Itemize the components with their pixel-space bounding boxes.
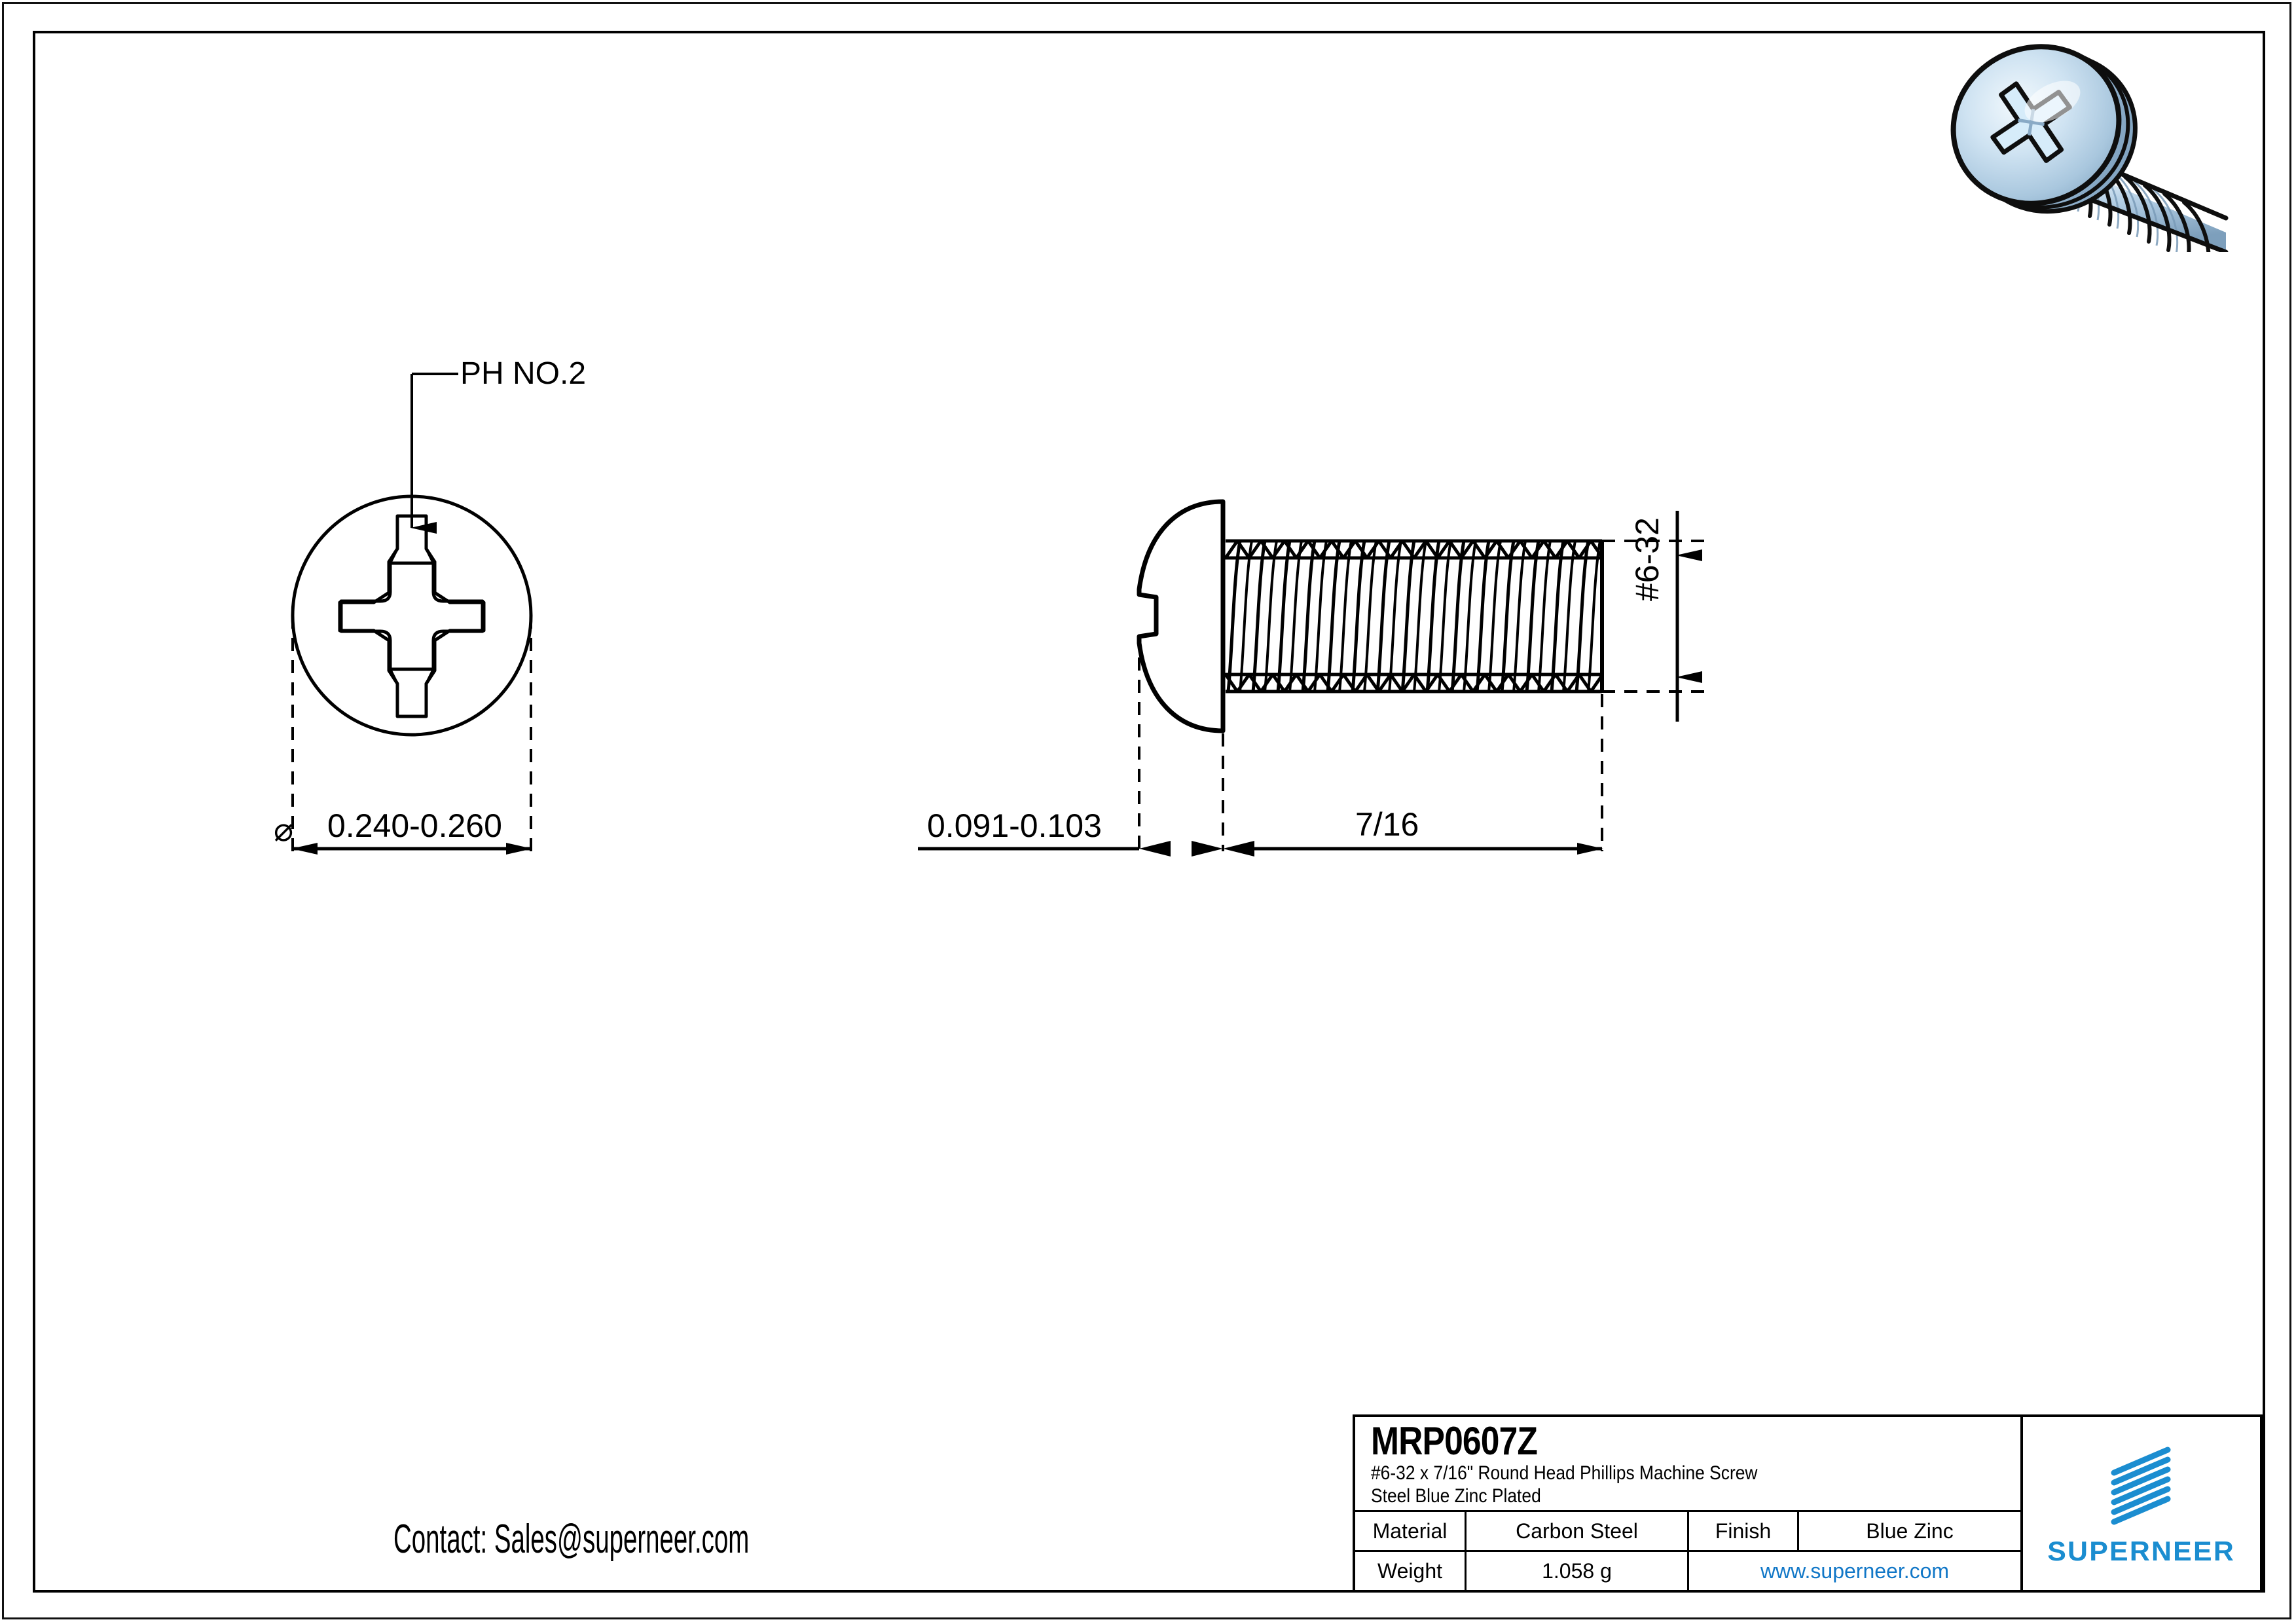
title-block-left: MRP0607Z #6-32 x 7/16" Round Head Philli…: [1355, 1417, 2023, 1590]
screw-3d-render: [1950, 44, 2229, 252]
website-link[interactable]: www.superneer.com: [1760, 1559, 1950, 1583]
title-block-row-weight: Weight 1.058 g www.superneer.com: [1355, 1550, 2020, 1590]
sheet-inner-border: [33, 31, 2265, 1593]
finish-label: Finish: [1689, 1512, 1799, 1550]
finish-value: Blue Zinc: [1866, 1519, 1954, 1543]
title-block-row-material: Material Carbon Steel Finish Blue Zinc: [1355, 1512, 2020, 1550]
part-description-cell: MRP0607Z #6-32 x 7/16" Round Head Philli…: [1355, 1417, 2020, 1512]
weight-value: 1.058 g: [1467, 1552, 1689, 1590]
brand-name: SUPERNEER: [2047, 1535, 2236, 1566]
head-height-dimension: 0.091-0.103: [927, 807, 1102, 844]
part-description-line-1: #6-32 x 7/16" Round Head Phillips Machin…: [1371, 1462, 1758, 1484]
brand-cell: SUPERNEER: [2023, 1417, 2260, 1590]
weight-label: Weight: [1355, 1552, 1467, 1590]
ph-callout-label: PH NO.2: [460, 356, 587, 391]
material-value: Carbon Steel: [1467, 1512, 1689, 1550]
thread-size-dimension: #6-32: [1629, 517, 1666, 601]
shaft-length-dimension: 7/16: [1355, 806, 1419, 843]
head-diameter-dimension: 0.240-0.260: [327, 807, 502, 844]
part-number: MRP0607Z: [1371, 1419, 1538, 1463]
contact-email-text: Contact: Sales@superneer.com: [393, 1517, 750, 1562]
diameter-symbol-icon: ⌀: [274, 811, 294, 848]
title-block: MRP0607Z #6-32 x 7/16" Round Head Philli…: [1353, 1414, 2263, 1593]
material-label: Material: [1355, 1512, 1467, 1550]
part-description-line-2: Steel Blue Zinc Plated: [1371, 1485, 1541, 1507]
superneer-logo-icon: [2111, 1447, 2171, 1524]
